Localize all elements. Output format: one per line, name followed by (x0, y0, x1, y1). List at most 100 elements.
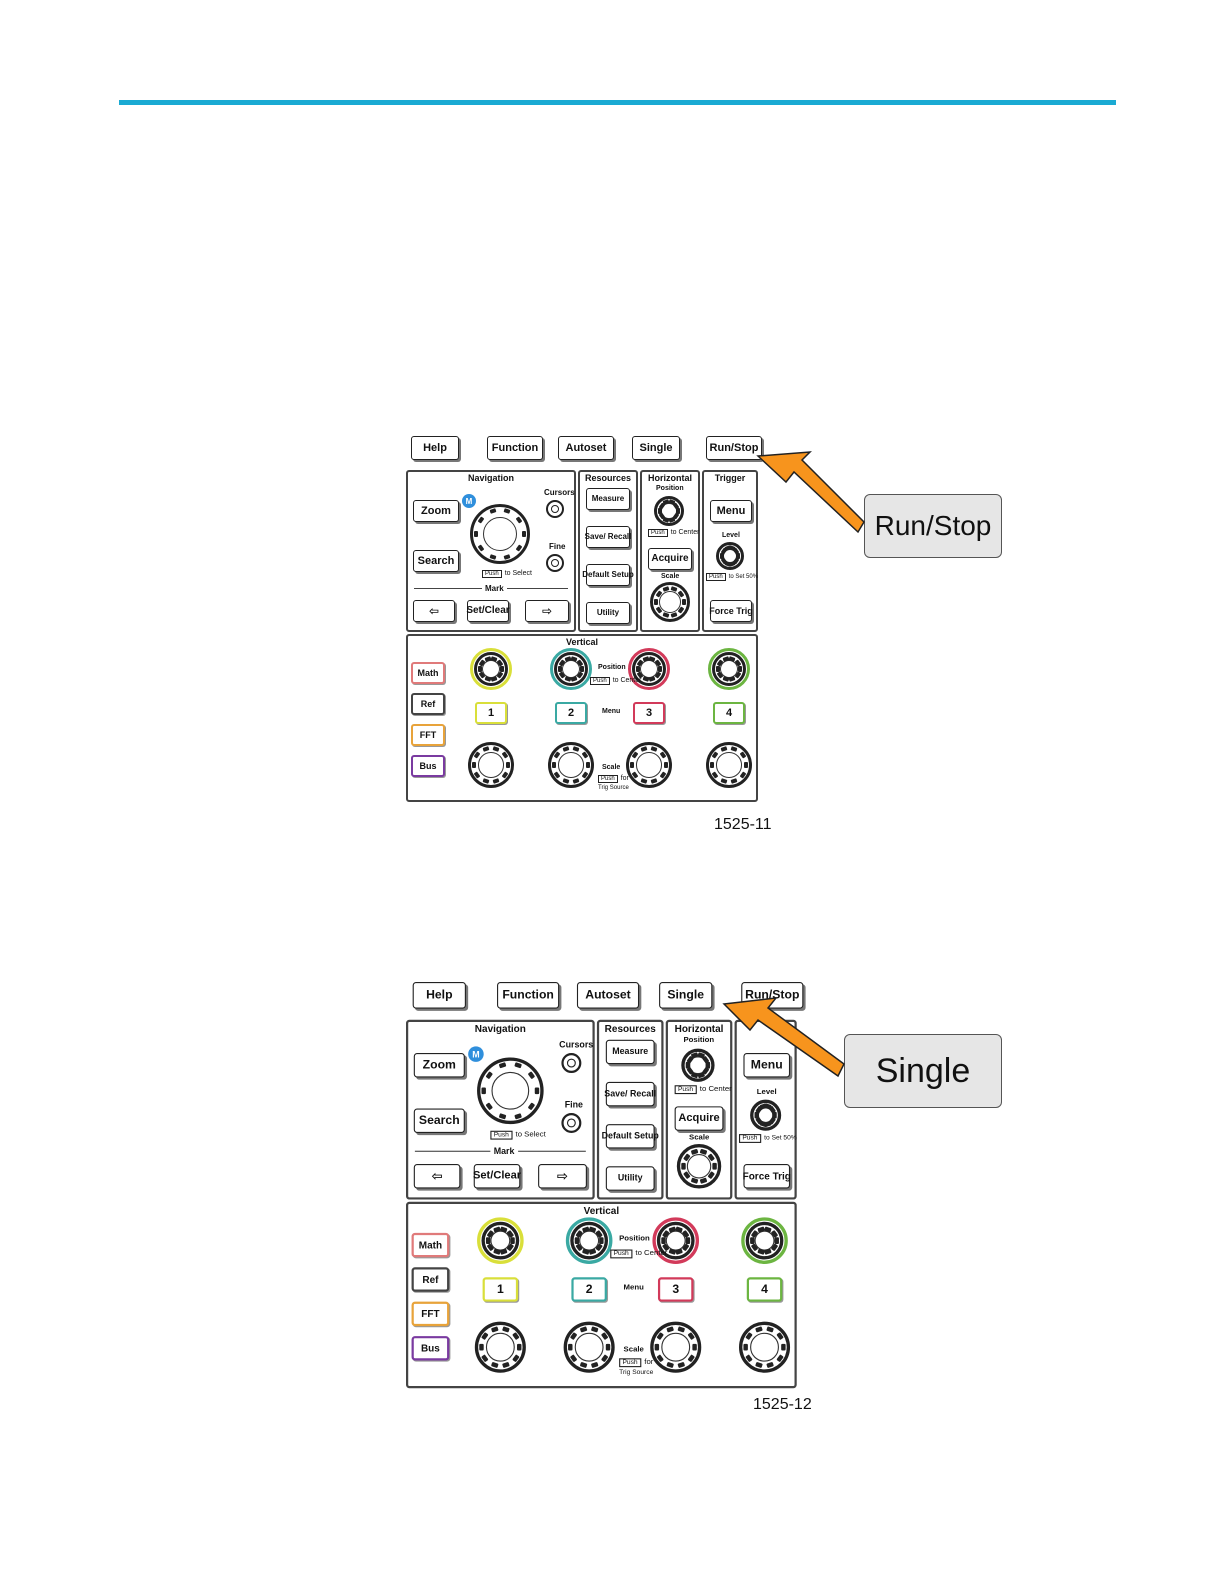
trigger-menu-button[interactable]: Menu (710, 500, 752, 522)
channel-3-position-knob[interactable] (632, 652, 666, 686)
channel-1-scale-knob[interactable] (468, 742, 514, 788)
save-recall-button[interactable]: Save/ Recall (604, 1081, 656, 1107)
single-button[interactable]: Single (632, 436, 680, 460)
channel-2-position-knob-ring (565, 1217, 613, 1264)
search-button[interactable]: Search (413, 550, 459, 572)
channel-3-menu-button[interactable]: 3 (633, 702, 665, 724)
ref-button[interactable]: Ref (411, 1267, 450, 1292)
figure-number: 1525-12 (753, 1396, 812, 1413)
previous-mark-button[interactable]: ⇦ (413, 600, 455, 622)
acquire-button[interactable]: Acquire (674, 1106, 724, 1131)
save-recall-button[interactable]: Save/ Recall (585, 526, 631, 548)
zoom-button[interactable]: Zoom (413, 1053, 465, 1078)
force-trig-button[interactable]: Force Trig (743, 1164, 791, 1189)
trigger-menu-button[interactable]: Menu (743, 1053, 791, 1078)
fft-button[interactable]: FFT (411, 724, 445, 746)
fine-button[interactable] (546, 554, 564, 572)
channel-3-position-knob[interactable] (656, 1221, 695, 1260)
vertical-push-for-label-text: for (644, 1358, 654, 1367)
channel-4-menu-button[interactable]: 4 (746, 1277, 783, 1302)
multipurpose-knob[interactable] (477, 1057, 544, 1125)
bus-button[interactable]: Bus (411, 1336, 450, 1361)
bus-button[interactable]: Bus (411, 755, 445, 777)
multipurpose-knob[interactable] (470, 504, 530, 564)
cursors-button[interactable] (561, 1053, 582, 1074)
function-button[interactable]: Function (487, 436, 543, 460)
default-setup-button[interactable]: Default Setup (602, 1124, 659, 1149)
utility-button[interactable]: Utility (586, 602, 630, 624)
autoset-button[interactable]: Autoset (576, 982, 640, 1009)
channel-1-scale-knob[interactable] (474, 1321, 526, 1373)
single-button[interactable]: Single (659, 982, 713, 1009)
measure-button[interactable]: Measure (605, 1039, 655, 1065)
acquire-button[interactable]: Acquire (648, 548, 692, 570)
math-button[interactable]: Math (411, 662, 445, 684)
channel-4-position-knob[interactable] (712, 652, 746, 686)
horizontal-position-knob[interactable] (654, 496, 684, 526)
help-button[interactable]: Help (411, 436, 459, 460)
next-mark-button[interactable]: ⇨ (525, 600, 569, 622)
function-button[interactable]: Function (497, 982, 560, 1009)
resources-title: Resources (584, 473, 632, 483)
trigger-push-set-50-label-push-box: Push (706, 573, 726, 581)
fine-button[interactable] (561, 1112, 582, 1133)
channel-1-menu-button[interactable]: 1 (475, 702, 507, 724)
math-button[interactable]: Math (411, 1232, 450, 1258)
channel-3-scale-knob[interactable] (650, 1321, 702, 1373)
channel-1-position-knob-ring (470, 648, 512, 690)
vertical-title: Vertical (583, 1205, 620, 1217)
callout-arrow-shape (722, 997, 845, 1078)
default-setup-button[interactable]: Default Setup (582, 564, 634, 586)
channel-2-menu-button[interactable]: 2 (571, 1277, 607, 1302)
mark-label: Mark (482, 584, 507, 593)
channel-1-menu-button[interactable]: 1 (482, 1277, 519, 1302)
search-button[interactable]: Search (413, 1108, 465, 1133)
ref-button[interactable]: Ref (411, 693, 445, 715)
set-clear-button[interactable]: Set/Clear (473, 1164, 521, 1189)
vertical-push-for-label-push-box: Push (619, 1358, 641, 1368)
channel-2-position-knob[interactable] (554, 652, 588, 686)
autoset-button[interactable]: Autoset (558, 436, 614, 460)
channel-2-scale-knob[interactable] (563, 1321, 615, 1373)
help-button[interactable]: Help (412, 982, 466, 1009)
horizontal-push-to-center-label-text: to Center (670, 529, 700, 536)
horizontal-scale-knob[interactable] (676, 1144, 722, 1189)
force-trig-button[interactable]: Force Trig (709, 600, 753, 622)
channel-4-scale-knob[interactable] (739, 1321, 791, 1373)
next-mark-button[interactable]: ⇨ (538, 1164, 587, 1189)
channel-1-position-knob[interactable] (481, 1221, 520, 1260)
zoom-button[interactable]: Zoom (413, 500, 459, 522)
run-stop-button[interactable]: Run/Stop (706, 436, 762, 460)
channel-4-menu-button[interactable]: 4 (713, 702, 745, 724)
measure-button[interactable]: Measure (586, 488, 630, 510)
utility-button[interactable]: Utility (605, 1166, 655, 1191)
channel-3-scale-knob[interactable] (626, 742, 672, 788)
horizontal-position-knob[interactable] (681, 1048, 715, 1082)
trigger-level-knob[interactable] (716, 542, 744, 570)
previous-mark-button[interactable]: ⇦ (413, 1164, 461, 1189)
trigger-level-knob[interactable] (750, 1099, 782, 1131)
push-to-select-label-text: to Select (504, 570, 532, 577)
cursors-button[interactable] (546, 500, 564, 518)
channel-3-position-knob-ring (652, 1217, 700, 1264)
set-clear-button[interactable]: Set/Clear (466, 600, 510, 622)
channel-2-position-knob[interactable] (570, 1221, 609, 1260)
channel-3-menu-button[interactable]: 3 (657, 1277, 694, 1302)
callout-arrow-shape (756, 451, 865, 534)
channel-4-position-knob[interactable] (745, 1221, 784, 1260)
callout-label: Run/Stop (864, 494, 1002, 558)
fft-button[interactable]: FFT (411, 1301, 450, 1327)
channel-2-menu-button[interactable]: 2 (555, 702, 587, 724)
channel-1-position-knob[interactable] (474, 652, 508, 686)
channel-2-scale-knob[interactable] (548, 742, 594, 788)
channel-4-scale-knob[interactable] (706, 742, 752, 788)
horizontal-scale-knob[interactable] (650, 582, 690, 622)
